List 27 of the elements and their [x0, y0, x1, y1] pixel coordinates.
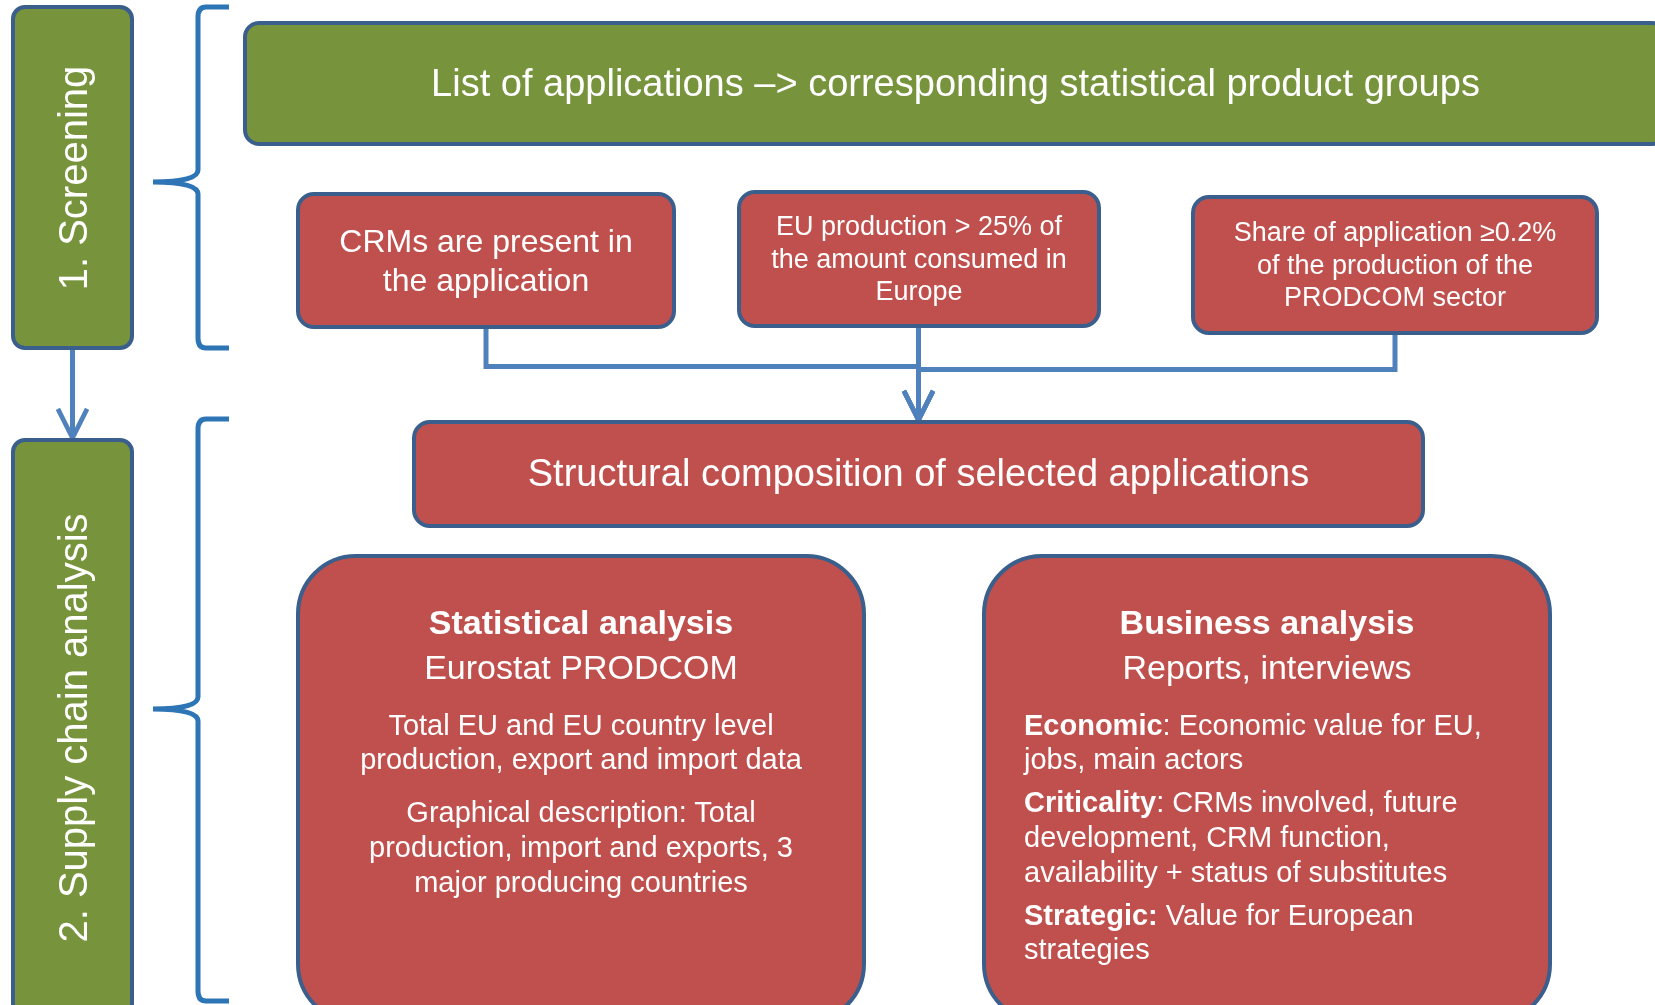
criterion-text: Share of application ≥0.2% of the production of the PRODCOM sector [1232, 216, 1558, 314]
panel-heading: Business analysis [1118, 602, 1416, 643]
criterion-box [737, 190, 1101, 328]
stage-box [11, 438, 134, 1005]
stage-label: 2. Supply chain analysis [50, 513, 95, 943]
stage-box [11, 5, 134, 350]
header-box [243, 21, 1655, 146]
heading-text: List of applications –> corresponding statistical product groups [430, 60, 1481, 106]
header-box [412, 420, 1425, 528]
criterion-box [296, 192, 676, 329]
criterion-text: CRMs are present in the application [338, 222, 634, 299]
panel-subheading: Eurostat PRODCOM [423, 646, 739, 688]
analysis-panel [296, 554, 866, 1005]
panel-text: Graphical description: Total production, import and exports, 3 major producing countries [368, 795, 794, 900]
stage-label: 1. Screening [50, 65, 95, 290]
panel-text: Strategic: Value for European strategies [1023, 897, 1415, 968]
panel-subheading: Reports, interviews [1121, 646, 1413, 688]
panel-text: Economic: Economic value for EU, jobs, main actors [1022, 707, 1483, 778]
arrow [901, 335, 1398, 423]
arrow [55, 350, 90, 441]
criterion-box [1191, 195, 1599, 335]
panel-text: Criticality: CRMs involved, future development, CRM function, availability + status of substitutes [1023, 785, 1459, 890]
heading-text: Structural composition of selected applications [526, 451, 1311, 497]
criterion-text: EU production > 25% of the amount consumed in Europe [770, 210, 1068, 308]
panel-text: Total EU and EU country level production, export and import data [359, 707, 803, 778]
panel-heading: Statistical analysis [427, 602, 735, 643]
analysis-panel [982, 554, 1552, 1005]
